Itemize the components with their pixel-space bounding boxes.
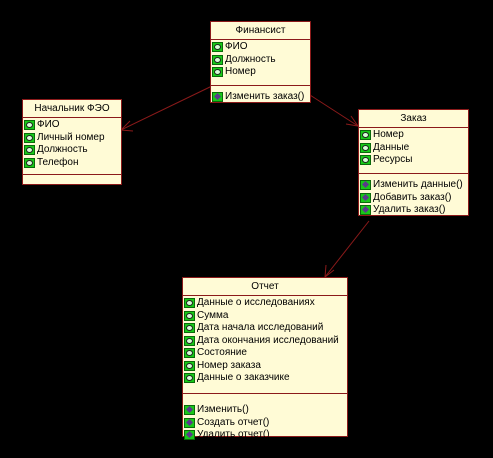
operations-section [23, 175, 121, 178]
operation-icon [184, 430, 195, 440]
operations-section: Изменить заказ() [211, 86, 310, 106]
attribute-row: Номер заказа [183, 360, 347, 373]
attribute-row: Номер [211, 66, 310, 79]
operations-section: Изменить() Создать отчет() Удалить отчет… [183, 394, 347, 444]
class-financist[interactable]: Финансист ФИО Должность Номер Изменить з… [210, 21, 311, 103]
attribute-icon [184, 373, 195, 383]
attribute-row: Ресурсы [359, 154, 468, 167]
attribute-row: ФИО [23, 119, 121, 132]
attribute-row: Дата окончания исследований [183, 335, 347, 348]
operation-icon [212, 92, 223, 102]
operation-row: Добавить заказ() [359, 192, 468, 205]
attribute-row: Телефон [23, 157, 121, 170]
attribute-row: Данные о исследованиях [183, 297, 347, 310]
class-report[interactable]: Отчет Данные о исследованиях Сумма Дата … [182, 277, 348, 440]
operations-section: Изменить данные() Добавить заказ() Удали… [359, 174, 468, 219]
attributes-section: ФИО Личный номер Должность Телефон [23, 118, 121, 175]
attribute-icon [360, 130, 371, 140]
attribute-icon [360, 155, 371, 165]
association-order-report [324, 220, 370, 278]
attribute-icon [184, 323, 195, 333]
attribute-row: Личный номер [23, 132, 121, 145]
attribute-row: Сумма [183, 310, 347, 323]
class-title: Отчет [183, 278, 347, 296]
operation-icon [360, 205, 371, 215]
operation-icon [360, 180, 371, 190]
attributes-section: Данные о исследованиях Сумма Дата начала… [183, 296, 347, 394]
attribute-icon [212, 67, 223, 77]
attribute-icon [184, 310, 195, 321]
attribute-row: Номер [359, 129, 468, 142]
attribute-icon [184, 348, 195, 358]
attribute-row: Дата начала исследований [183, 322, 347, 335]
attribute-icon [24, 157, 35, 168]
attribute-icon [212, 54, 223, 65]
operation-row: Удалить отчет() [183, 429, 347, 442]
attribute-icon [184, 298, 195, 308]
operation-row: Создать отчет() [183, 417, 347, 430]
attribute-icon [184, 360, 195, 371]
operation-row: Изменить заказ() [211, 91, 310, 104]
operation-row: Изменить данные() [359, 179, 468, 192]
attribute-icon [24, 120, 35, 130]
attributes-section: Номер Данные Ресурсы [359, 128, 468, 174]
class-title: Финансист [211, 22, 310, 40]
class-order[interactable]: Заказ Номер Данные Ресурсы Изменить данн… [358, 109, 469, 216]
attribute-icon [360, 142, 371, 153]
attribute-row: ФИО [211, 41, 310, 54]
operation-icon [184, 417, 195, 428]
attribute-icon [24, 145, 35, 155]
attribute-icon [184, 335, 195, 346]
operation-icon [360, 192, 371, 203]
association-financist-head [120, 85, 213, 131]
attribute-row: Должность [23, 144, 121, 157]
attributes-section: ФИО Должность Номер [211, 40, 310, 86]
operation-icon [184, 405, 195, 415]
attribute-row: Состояние [183, 347, 347, 360]
class-title: Начальник ФЭО [23, 100, 121, 118]
attribute-icon [212, 42, 223, 52]
attribute-row: Должность [211, 54, 310, 67]
class-head-feo[interactable]: Начальник ФЭО ФИО Личный номер Должность… [22, 99, 122, 185]
attribute-icon [24, 132, 35, 143]
attribute-row: Данные [359, 142, 468, 155]
attribute-row: Данные о заказчике [183, 372, 347, 385]
operation-row: Удалить заказ() [359, 204, 468, 217]
class-title: Заказ [359, 110, 468, 128]
operation-row: Изменить() [183, 404, 347, 417]
